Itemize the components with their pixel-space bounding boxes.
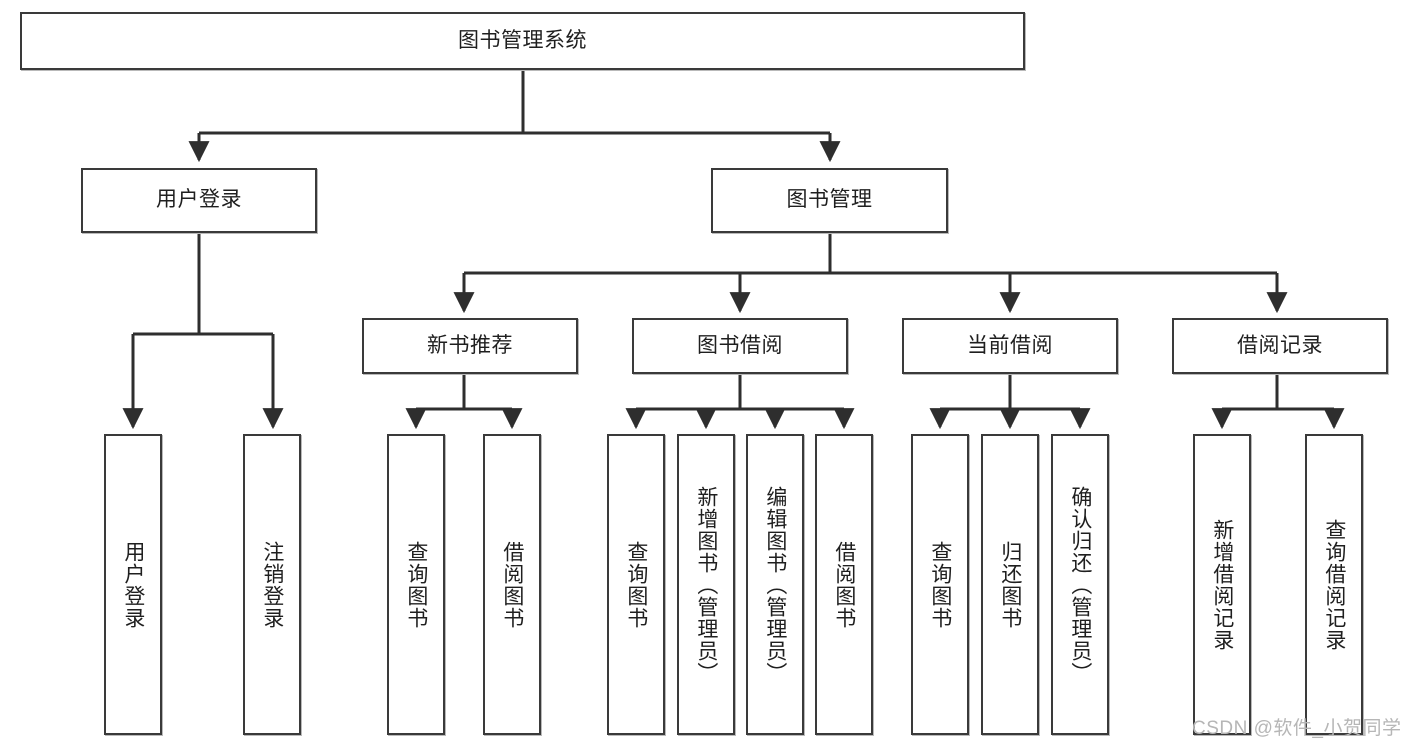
leaf-query-book-3-label: 查询图书 xyxy=(928,540,952,629)
node-book-borrow[interactable]: 图书借阅 xyxy=(632,318,848,374)
node-book-manage[interactable]: 图书管理 xyxy=(711,168,948,233)
node-root-label: 图书管理系统 xyxy=(458,28,587,52)
node-book-manage-label: 图书管理 xyxy=(786,188,873,212)
leaf-return-book[interactable]: 归还图书 xyxy=(981,434,1039,735)
node-borrow-record-label: 借阅记录 xyxy=(1237,333,1323,357)
leaf-borrow-book-1-label: 借阅图书 xyxy=(500,540,524,629)
node-user-login[interactable]: 用户登录 xyxy=(81,168,317,233)
leaf-query-book-2-label: 查询图书 xyxy=(624,540,648,629)
node-current-borrow[interactable]: 当前借阅 xyxy=(902,318,1118,374)
leaf-return-book-label: 归还图书 xyxy=(998,540,1022,629)
leaf-borrow-book-2[interactable]: 借阅图书 xyxy=(815,434,873,735)
leaf-user-login[interactable]: 用户登录 xyxy=(104,434,162,735)
leaf-edit-book-label: 编辑图书（管理员） xyxy=(763,485,787,684)
leaf-query-book-1[interactable]: 查询图书 xyxy=(387,434,445,735)
node-new-book-recommend-label: 新书推荐 xyxy=(427,333,513,357)
node-new-book-recommend[interactable]: 新书推荐 xyxy=(362,318,578,374)
leaf-add-book[interactable]: 新增图书（管理员） xyxy=(677,434,735,735)
node-user-login-label: 用户登录 xyxy=(156,188,242,212)
leaf-query-record-label: 查询借阅记录 xyxy=(1322,518,1346,651)
leaf-user-login-label: 用户登录 xyxy=(121,540,145,629)
leaf-edit-book[interactable]: 编辑图书（管理员） xyxy=(746,434,804,735)
node-book-borrow-label: 图书借阅 xyxy=(697,333,783,357)
leaf-add-record[interactable]: 新增借阅记录 xyxy=(1193,434,1251,735)
leaf-add-book-label: 新增图书（管理员） xyxy=(694,485,718,684)
leaf-user-logout[interactable]: 注销登录 xyxy=(243,434,301,735)
watermark-text: CSDN @软件_小贺同学 xyxy=(1192,718,1402,739)
leaf-query-book-2[interactable]: 查询图书 xyxy=(607,434,665,735)
leaf-query-record[interactable]: 查询借阅记录 xyxy=(1305,434,1363,735)
leaf-query-book-3[interactable]: 查询图书 xyxy=(911,434,969,735)
leaf-confirm-return-label: 确认归还（管理员） xyxy=(1068,485,1092,684)
leaf-user-logout-label: 注销登录 xyxy=(260,540,284,629)
leaf-borrow-book-1[interactable]: 借阅图书 xyxy=(483,434,541,735)
node-current-borrow-label: 当前借阅 xyxy=(967,333,1053,357)
node-borrow-record[interactable]: 借阅记录 xyxy=(1172,318,1388,374)
leaf-add-record-label: 新增借阅记录 xyxy=(1210,518,1234,651)
leaf-borrow-book-2-label: 借阅图书 xyxy=(832,540,856,629)
leaf-query-book-1-label: 查询图书 xyxy=(404,540,428,629)
node-root[interactable]: 图书管理系统 xyxy=(20,12,1025,70)
leaf-confirm-return[interactable]: 确认归还（管理员） xyxy=(1051,434,1109,735)
